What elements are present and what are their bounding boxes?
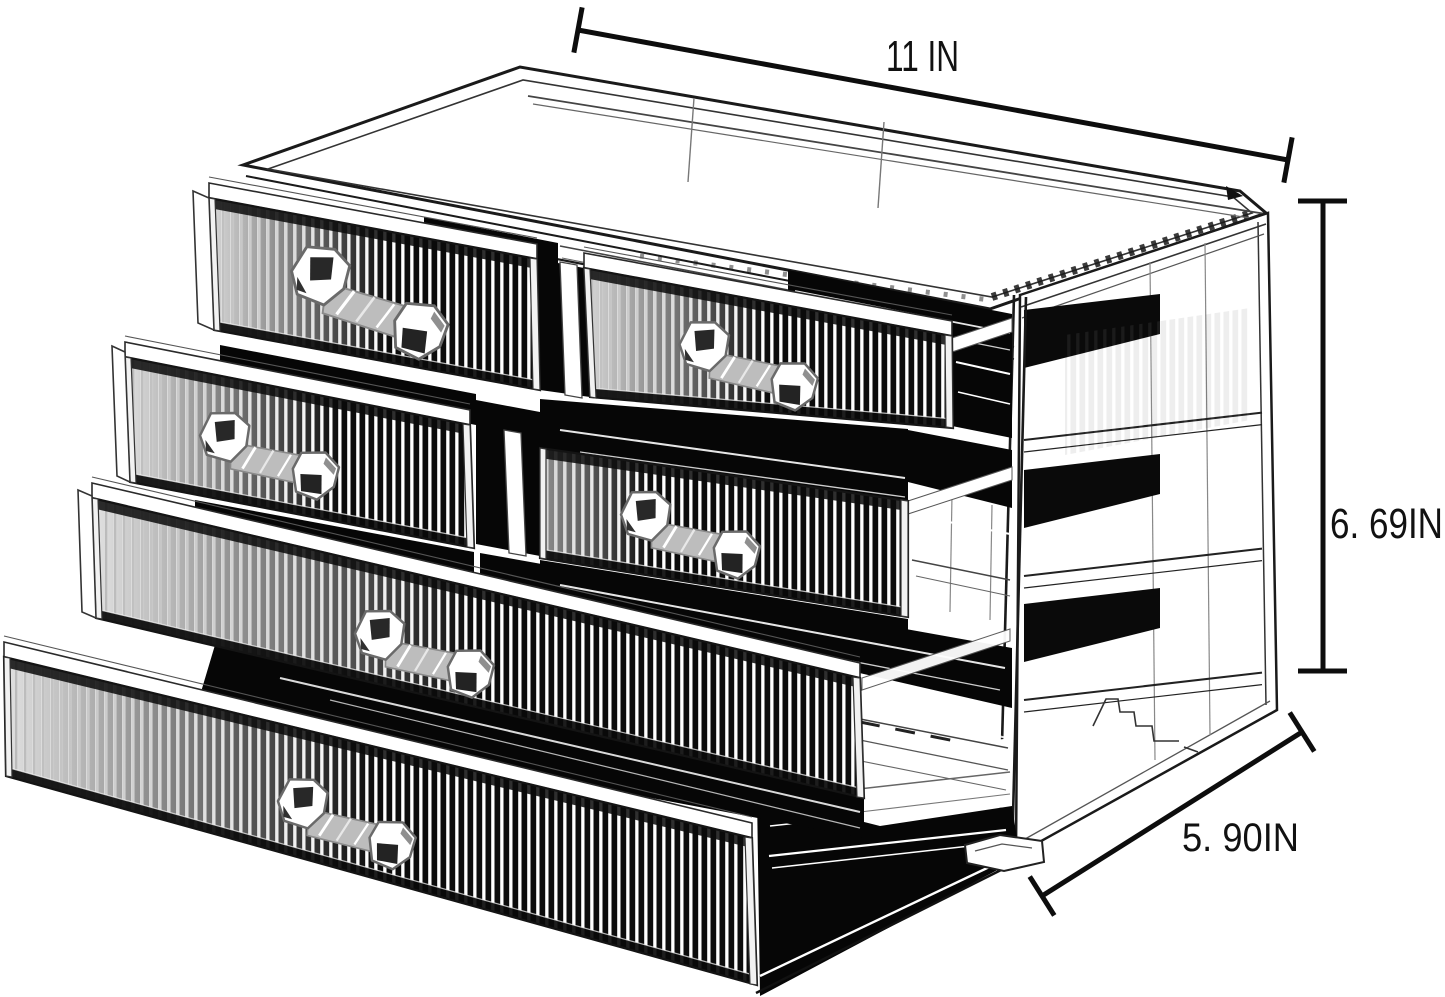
svg-text:11 IN: 11 IN bbox=[886, 32, 959, 81]
svg-text:5. 90IN: 5. 90IN bbox=[1182, 816, 1299, 860]
svg-text:6. 69IN: 6. 69IN bbox=[1330, 500, 1443, 548]
